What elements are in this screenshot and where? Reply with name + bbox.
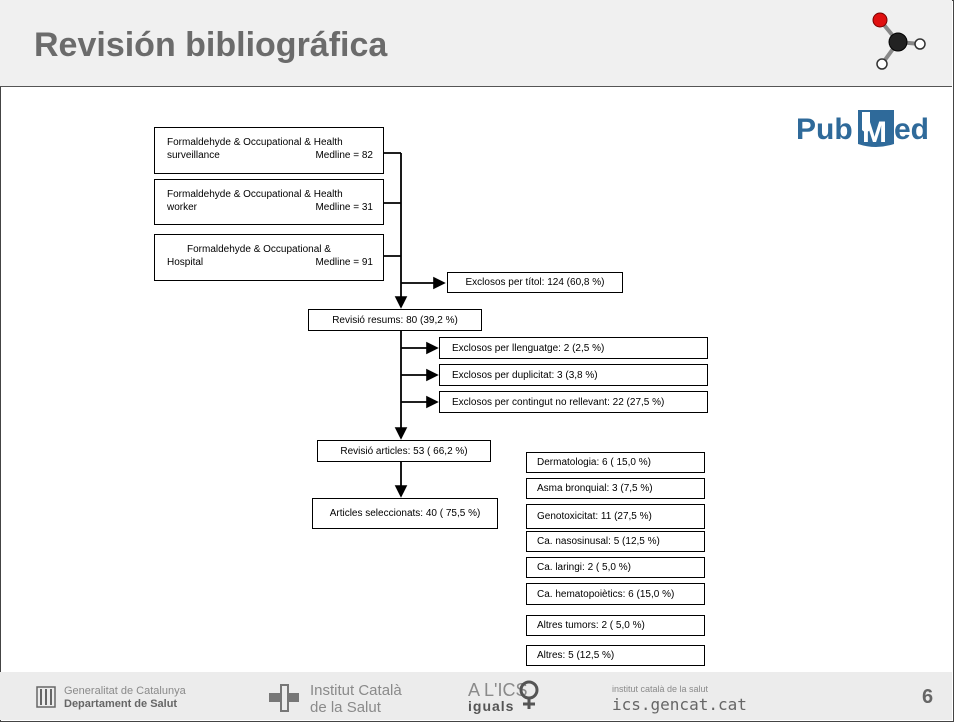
source-term: Hospital [167,257,204,268]
category-box: Altres tumors: 2 ( 5,0 %) [526,615,705,636]
category-box: Altres: 5 (12,5 %) [526,645,705,666]
ics-cross-icon [269,684,299,712]
source-term: worker [167,202,198,213]
category-box: Ca. hematopoiètics: 6 (15,0 %) [526,583,705,605]
site-line1: institut català de la salut [612,684,709,694]
slide-header: Revisión bibliográfica [0,0,952,87]
source-box-surveillance: Formaldehyde & Occupational & Health sur… [154,127,384,174]
source-count: Medline = 82 [315,150,373,161]
excluded-title-box: Exclosos per títol: 124 (60,8 %) [447,272,623,293]
category-box: Asma bronquial: 3 (7,5 %) [526,478,705,499]
category-box: Genotoxicitat: 11 (27,5 %) [526,504,705,529]
aliics-line1: A L'ICS [468,680,528,700]
review-articles-box: Revisió articles: 53 ( 66,2 %) [317,440,491,462]
venus-symbol-icon [519,680,539,709]
generalitat-line2: Departament de Salut [64,698,178,710]
pubmed-logo-ed: ed [894,113,929,146]
source-query: Formaldehyde & Occupational & Health [167,189,343,200]
source-count: Medline = 91 [315,257,373,268]
excluded-duplicate-box: Exclosos per duplicitat: 3 (3,8 %) [439,364,708,386]
source-box-hospital: Formaldehyde & Occupational & Hospital Me… [154,234,384,281]
category-box: Dermatologia: 6 ( 15,0 %) [526,452,705,473]
source-box-worker: Formaldehyde & Occupational & Health wor… [154,179,384,225]
source-count: Medline = 31 [315,202,373,213]
page-title: Revisión bibliográfica [34,26,388,64]
aliics-line2: iguals [468,698,515,714]
excluded-content-box: Exclosos per contingut no rellevant: 22 … [439,391,708,413]
pubmed-logo-m: M [862,116,887,149]
generalitat-line1: Generalitat de Catalunya [64,685,186,697]
ics-line2: de la Salut [310,699,381,716]
ics-line1: Institut Català [310,682,402,699]
formaldehyde-molecule-icon [872,12,926,70]
pubmed-logo: Pub M ed [796,110,929,149]
footer-bar [0,672,952,720]
source-query: Formaldehyde & Occupational & [187,244,331,255]
review-abstracts-box: Revisió resums: 80 (39,2 %) [308,309,482,331]
selected-articles-box: Articles seleccionats: 40 ( 75,5 %) [312,498,498,529]
generalitat-emblem-icon [36,686,56,708]
excluded-language-box: Exclosos per llenguatge: 2 (2,5 %) [439,337,708,359]
page-number: 6 [922,686,934,708]
site-line2: ics.gencat.cat [612,695,747,714]
pubmed-logo-pub: Pub [796,113,853,146]
category-box: Ca. nasosinusal: 5 (12,5 %) [526,531,705,552]
source-query: Formaldehyde & Occupational & Health [167,137,343,148]
source-term: surveillance [167,150,220,161]
category-box: Ca. laringi: 2 ( 5,0 %) [526,557,705,578]
